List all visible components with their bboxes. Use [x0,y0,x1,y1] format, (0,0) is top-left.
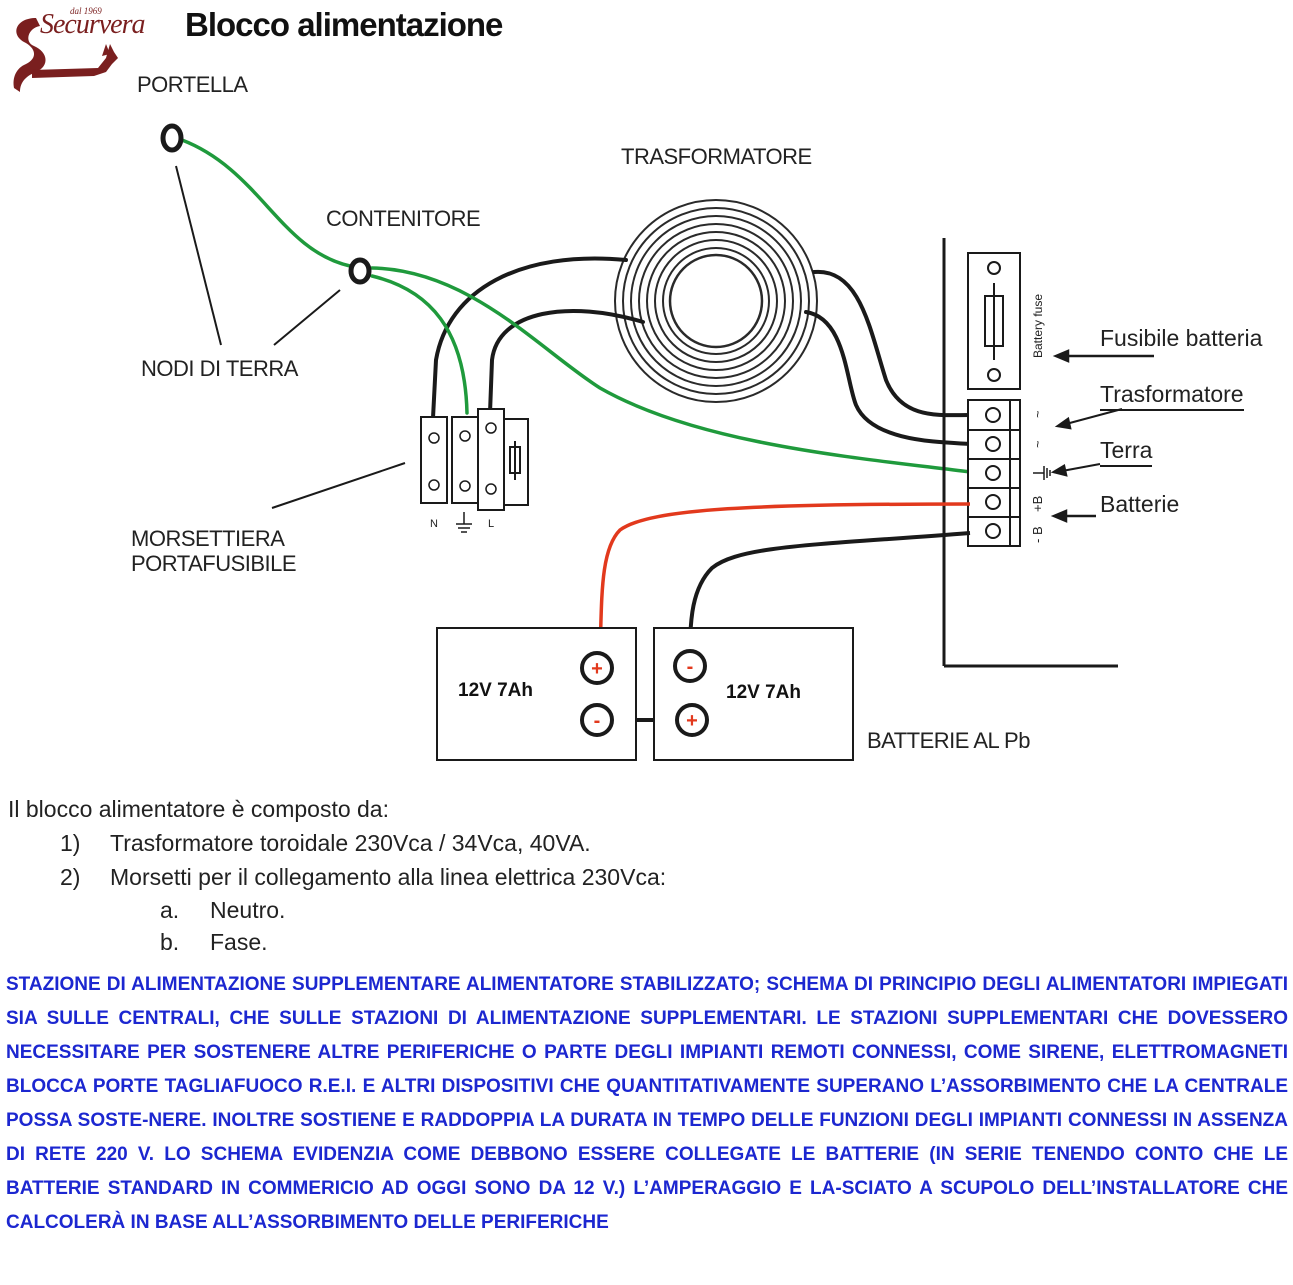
label-arrows [1050,349,1154,523]
label-batterie: Batterie [1100,491,1180,517]
terminal-label-n: N [430,518,438,530]
toroidal-transformer [614,199,818,403]
label-contenitore: CONTENITORE [326,206,481,231]
tilde-label-1: ~ [1030,410,1045,418]
transformer-wires [431,256,972,446]
board-earth-symbol [1033,466,1051,480]
battery-1-label: 12V 7Ah [458,680,533,701]
ground-node-portella [160,123,184,153]
ground-wires [180,138,972,474]
battery-fuse-holder [967,252,1021,390]
battery-fuse-label: Battery fuse [1031,294,1045,358]
terminal-block-ground-symbol [456,512,472,533]
b-plus-label: +B [1030,496,1045,512]
label-fusibile-batteria: Fusibile batteria [1100,325,1263,351]
logo-year: dal 1969 [70,6,102,16]
battery-1-minus-sign: - [594,710,601,732]
page-title: Blocco alimentazione [185,6,503,43]
battery-terminals [580,649,709,737]
board-terminal-strip [967,399,1021,547]
item-1-number: 1) [60,830,81,856]
battery-2-minus-sign: - [687,656,694,678]
battery-1 [436,627,637,761]
terminal-block [420,408,529,511]
terminal-label-l: L [488,518,495,530]
wiring-diagram: + - - + Battery fuse ~ ~ +B - B [160,123,1154,761]
label-trasformatore: TRASFORMATORE [621,144,812,169]
label-terra: Terra [1100,437,1153,467]
label-morsettiera: MORSETTIERA [131,526,285,551]
battery-2-label: 12V 7Ah [726,682,801,703]
label-nodi-di-terra: NODI DI TERRA [141,356,298,381]
negative-wire [688,531,971,653]
securvera-logo [13,18,118,92]
description-intro: Il blocco alimentatore è composto da: [8,796,389,822]
control-board-edge [942,238,1118,668]
positive-wire [598,502,971,653]
label-portella: PORTELLA [137,72,248,97]
item-2-text: Morsetti per il collegamento alla linea … [110,864,667,890]
subitem-b-text: Fase. [210,929,268,955]
label-trasformatore-right: Trasformatore [1100,381,1244,411]
morsettiera-pointer [271,462,406,509]
battery-2-plus-sign: + [686,710,698,732]
battery-terminal-signs: + - - + [591,656,698,732]
b-minus-label: - B [1030,526,1045,543]
subitem-a-text: Neutro. [210,897,286,923]
nodi-pointer-lines [175,165,341,346]
logo-brand: Securvera [40,9,146,40]
terminal-block-screws [428,422,497,495]
tilde-label-2: ~ [1030,440,1045,448]
label-portafusibile: PORTAFUSIBILE [131,551,297,576]
subitem-a-letter: a. [160,897,180,923]
blue-note: STAZIONE DI ALIMENTAZIONE SUPPLEMENTARE … [6,974,1288,1233]
item-1-text: Trasformatore toroidale 230Vca / 34Vca, … [110,830,591,856]
subitem-b-letter: b. [160,929,180,955]
item-2-number: 2) [60,864,81,890]
battery-1-plus-sign: + [591,658,603,680]
ground-node-contenitore [348,257,372,285]
label-batterie-al-pb: BATTERIE AL Pb [867,728,1030,753]
